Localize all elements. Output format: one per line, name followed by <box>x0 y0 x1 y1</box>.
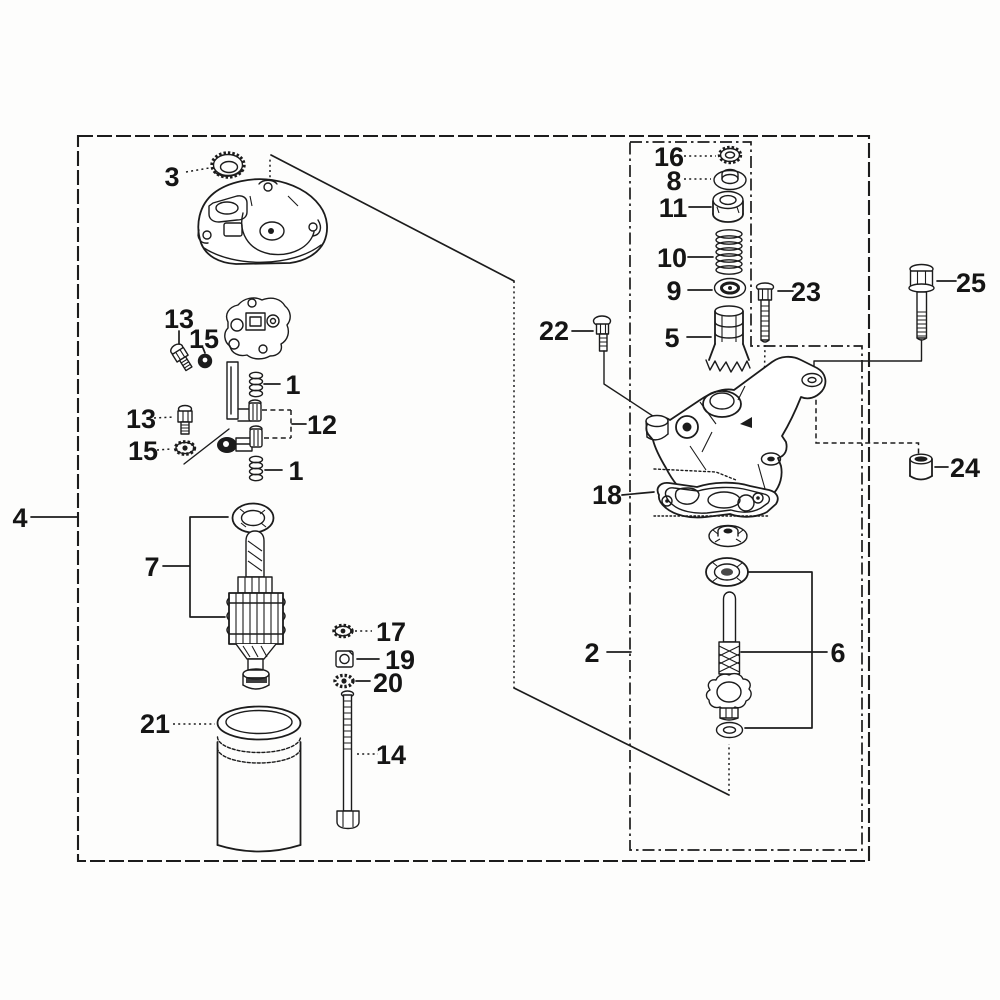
spring-part-1-upper <box>248 371 264 398</box>
callout-20: 20 <box>373 668 403 698</box>
callout-19: 19 <box>385 645 415 675</box>
callout-leaders <box>30 155 957 755</box>
callout-9: 9 <box>666 276 681 306</box>
assembly-box-4 <box>76 134 871 863</box>
pump-shaft-part-6 <box>705 591 752 739</box>
callout-8: 8 <box>666 166 681 196</box>
brush-holder-plate <box>224 297 291 360</box>
washer-part-20 <box>333 673 355 689</box>
brush-assembly-lower <box>217 425 263 453</box>
armature-part-7 <box>226 530 286 671</box>
spring-part-10 <box>715 229 743 275</box>
assembly-box-2 <box>629 141 863 851</box>
callout-15-lower: 15 <box>128 436 158 466</box>
seal-washer <box>708 524 748 548</box>
bushing-part-11 <box>712 190 744 223</box>
screw-part-13-lower <box>177 404 193 435</box>
washer-part-8 <box>713 168 747 191</box>
callout-25: 25 <box>956 268 986 298</box>
callout-11: 11 <box>659 193 688 223</box>
callout-13-upper: 13 <box>164 304 194 334</box>
callout-21: 21 <box>140 709 170 739</box>
bearing-part-6 <box>705 557 749 587</box>
callout-12: 12 <box>307 410 337 440</box>
leader-line-plug-24 <box>815 383 920 454</box>
plug-part-24 <box>909 453 933 481</box>
callout-23: 23 <box>791 277 821 307</box>
bracket-part-6 <box>744 571 813 729</box>
callout-15-upper: 15 <box>189 324 219 354</box>
callout-16: 16 <box>654 142 684 172</box>
leader-line-bolt-25 <box>813 339 923 378</box>
bearing-armature <box>231 502 275 534</box>
callout-14: 14 <box>376 740 406 770</box>
valve-part-5 <box>705 305 751 373</box>
callout-24: 24 <box>950 453 980 483</box>
washer-part-15-lower <box>173 440 197 456</box>
callout-2: 2 <box>584 638 599 668</box>
callout-18: 18 <box>592 480 622 510</box>
gasket-part-18 <box>653 481 779 519</box>
callout-22: 22 <box>539 316 569 346</box>
callout-13-lower: 13 <box>126 404 156 434</box>
callout-labels: 3 13 15 1 13 12 15 1 4 7 17 19 20 21 14 … <box>12 142 986 770</box>
bushing-armature-lower <box>242 668 270 690</box>
screw-part-13-upper <box>170 343 193 372</box>
callout-17: 17 <box>376 617 406 647</box>
end-cover-housing <box>197 178 328 265</box>
callout-5: 5 <box>664 323 679 353</box>
cap-part-3 <box>210 151 246 179</box>
callout-10: 10 <box>657 243 687 273</box>
through-bolt-part-14 <box>336 690 360 830</box>
washer-part-9 <box>713 277 747 299</box>
callout-3: 3 <box>164 162 179 192</box>
nut-part-15-upper <box>197 353 213 369</box>
washer-part-16 <box>717 145 743 165</box>
pointer-line-brush-plate <box>183 428 230 465</box>
callout-1-upper: 1 <box>285 370 300 400</box>
nut-part-19 <box>335 650 354 668</box>
brush-assembly-upper <box>226 361 262 422</box>
spring-part-1-lower <box>248 455 264 482</box>
pump-body <box>645 355 827 514</box>
washer-part-17 <box>332 623 354 639</box>
callout-4: 4 <box>12 503 27 533</box>
callout-7: 7 <box>144 552 159 582</box>
bolt-part-22 <box>592 315 663 423</box>
flange-bolt-part-25 <box>908 263 935 341</box>
yoke-cylinder-part-21 <box>216 705 302 853</box>
callout-1-lower: 1 <box>288 456 303 486</box>
callout-6: 6 <box>830 638 845 668</box>
